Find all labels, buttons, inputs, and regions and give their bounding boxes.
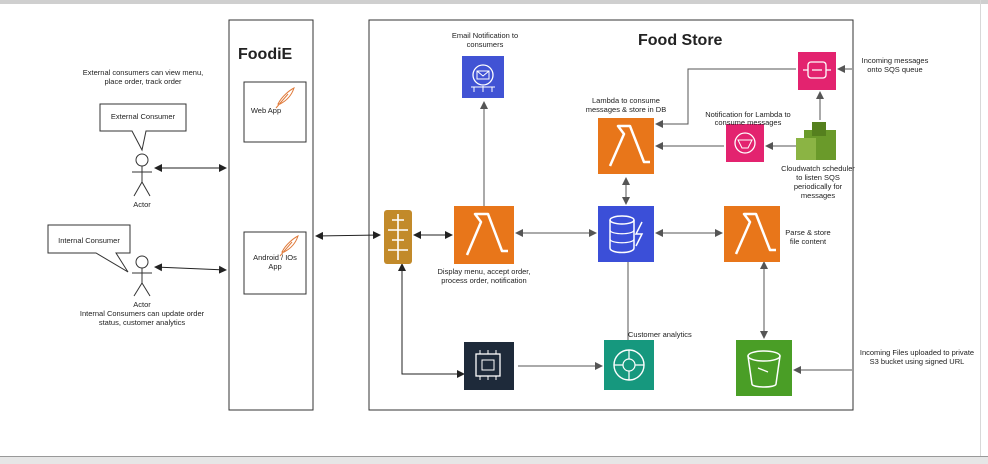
ec2-icon bbox=[464, 342, 514, 390]
cloudwatch-note-line2: to listen SQS bbox=[796, 173, 840, 182]
window-right-edge bbox=[980, 0, 981, 463]
internal-actor-label: Actor bbox=[133, 300, 151, 309]
window-bottom-bar bbox=[0, 456, 988, 464]
web-app-box bbox=[243, 81, 307, 143]
internal-note-line1: Internal Consumers can update order bbox=[79, 309, 205, 318]
parse-lambda-line1: Parse & store bbox=[785, 228, 831, 237]
sagemaker-icon bbox=[604, 340, 654, 390]
foodie-container bbox=[228, 19, 314, 411]
email-notification-line2: consumers bbox=[466, 40, 504, 49]
gateway-to-ec2-arrow bbox=[398, 263, 465, 378]
external-actor-label: Actor bbox=[133, 200, 151, 209]
external-consumer-callout bbox=[99, 103, 187, 152]
sns-icon bbox=[462, 56, 504, 98]
cloudwatch-note-line4: messages bbox=[800, 191, 836, 200]
web-app-label: Web App bbox=[250, 106, 282, 115]
s3-note-line2: S3 bucket using signed URL bbox=[869, 357, 965, 366]
external-note-line1: External consumers can view menu, bbox=[82, 68, 204, 77]
foodie-title: FoodiE bbox=[238, 46, 293, 63]
lambda-icon bbox=[598, 118, 654, 174]
sqs-to-lambda-arrow bbox=[655, 68, 796, 128]
android-app-label-line1: Android / IOs bbox=[253, 253, 297, 262]
sqs-note-line1: Incoming messages bbox=[861, 56, 929, 65]
lambda-icon bbox=[724, 206, 780, 262]
cloudwatch-note-line3: periodically for bbox=[793, 182, 843, 191]
feather-icon bbox=[275, 87, 295, 109]
internal-consumer-label: Internal Consumer bbox=[58, 236, 120, 245]
android-app-box bbox=[243, 231, 307, 295]
sqs-note-line2: onto SQS queue bbox=[867, 65, 923, 74]
external-consumer-label: External Consumer bbox=[110, 112, 176, 121]
lambda-consume-line1: Lambda to consume bbox=[592, 96, 660, 105]
actor-icon bbox=[132, 153, 152, 197]
api-gateway-icon bbox=[384, 210, 412, 264]
external-note-line2: place order, track order bbox=[104, 77, 182, 86]
internal-consumer-callout bbox=[47, 224, 131, 273]
notification-lambda-line2: consume messages bbox=[714, 118, 782, 127]
foodie-to-gateway-arrow bbox=[315, 231, 381, 240]
sqs-icon bbox=[798, 52, 836, 90]
parse-lambda-line2: file content bbox=[789, 237, 827, 246]
notification-lambda-line1: Notification for Lambda to bbox=[705, 110, 791, 119]
internal-to-foodie-arrow bbox=[154, 263, 227, 274]
customer-analytics-label: Customer analytics bbox=[628, 330, 692, 339]
dynamodb-icon bbox=[598, 206, 654, 262]
display-lambda-line1: Display menu, accept order, bbox=[437, 267, 531, 276]
android-app-label-line2: App bbox=[268, 262, 282, 271]
actor-icon bbox=[132, 255, 152, 297]
food-store-title: Food Store bbox=[638, 32, 723, 49]
cloudwatch-icon bbox=[796, 122, 836, 160]
feather-icon bbox=[279, 235, 299, 257]
internal-note-line2: status, customer analytics bbox=[98, 318, 186, 327]
display-lambda-line2: process order, notification bbox=[441, 276, 527, 285]
cloudwatch-note-line1: Cloudwatch scheduler bbox=[781, 164, 855, 173]
lambda-icon bbox=[454, 206, 514, 264]
window-top-edge bbox=[0, 0, 988, 4]
sns-icon bbox=[726, 124, 764, 162]
lambda-consume-line2: messages & store in DB bbox=[585, 105, 667, 114]
s3-note-line1: Incoming Files uploaded to private bbox=[859, 348, 975, 357]
food-store-container bbox=[368, 19, 854, 411]
email-notification-line1: Email Notification to bbox=[451, 31, 519, 40]
s3-icon bbox=[736, 340, 792, 396]
